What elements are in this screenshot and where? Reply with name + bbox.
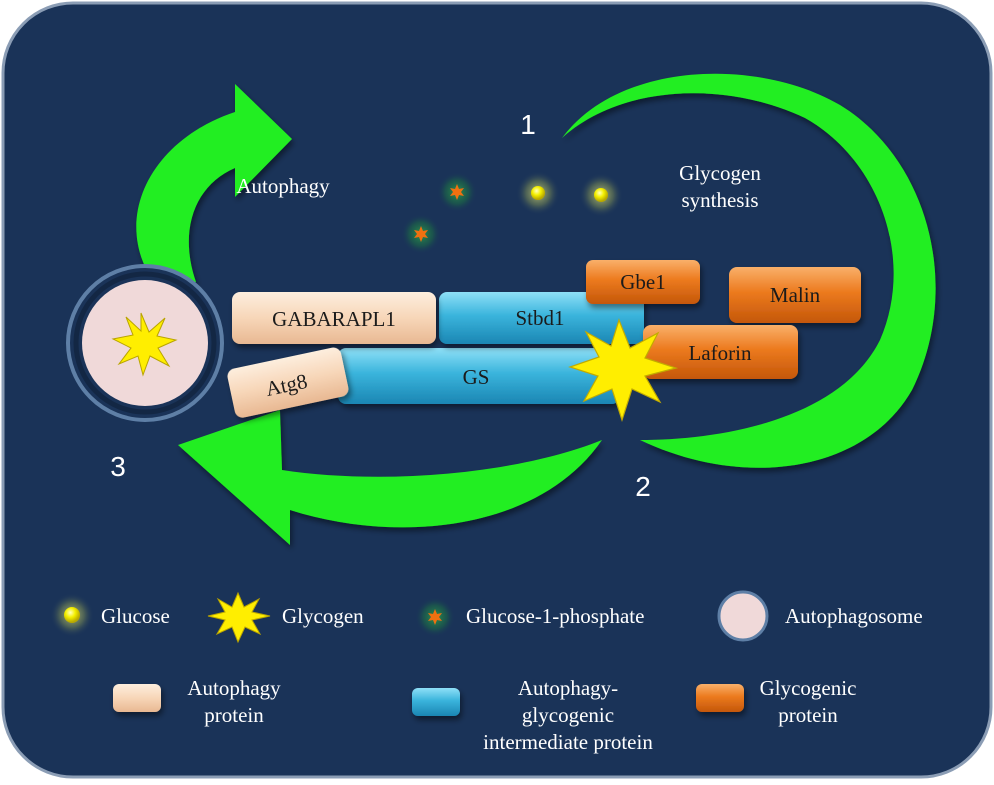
legend-glycogenic-protein-label-line2: protein [778, 703, 838, 727]
step-1-label: 1 [520, 109, 536, 140]
legend-glycogenic-protein-label-line1: Glycogenic [760, 676, 857, 700]
autophagy-arrow [136, 84, 292, 284]
legend-glycogenic-protein-swatch [696, 684, 744, 712]
glycogen-star [568, 318, 679, 422]
gbe1-protein-box [586, 260, 700, 304]
legend-glucose-label: Glucose [101, 604, 170, 628]
autophagosome [66, 264, 224, 422]
glucose-molecule [516, 171, 560, 215]
legend-intermediate-protein-swatch [412, 688, 460, 716]
gabarapl1-label: GABARAPL1 [272, 307, 396, 331]
laforin-label: Laforin [689, 341, 752, 365]
stbd1-protein-box [439, 292, 644, 344]
gs-label: GS [463, 365, 490, 389]
legend-autophagosome-label: Autophagosome [785, 604, 923, 628]
step-3-label: 3 [110, 451, 126, 482]
glycogen-synthesis-caption-line1: Glycogen [679, 161, 761, 185]
legend-autophagy-protein-label-line1: Autophagy [187, 676, 281, 700]
glucose-1-phosphate-molecule [401, 214, 441, 254]
gs-protein-box [338, 348, 620, 404]
legend-autophagy-protein-swatch [113, 684, 161, 712]
legend-intermediate-protein-label-line3: intermediate protein [483, 730, 653, 754]
legend-glycogen-label: Glycogen [282, 604, 364, 628]
gbe1-label: Gbe1 [620, 270, 666, 294]
atg8-protein-box [227, 347, 349, 418]
legend-autophagosome-swatch [717, 590, 769, 642]
malin-label: Malin [770, 283, 821, 307]
legend-intermediate-protein-label-line2: glycogenic [522, 703, 614, 727]
legend-glucose-1-phosphate-label: Glucose-1-phosphate [466, 604, 644, 628]
malin-protein-box [729, 267, 861, 323]
legend-glucose-1-phosphate-swatch [415, 597, 455, 637]
laforin-protein-box [643, 325, 798, 379]
legend-glycogen-swatch [207, 591, 271, 644]
autophagy-caption: Autophagy [236, 174, 330, 198]
glycogen-star [111, 312, 178, 377]
glucose-molecule [579, 173, 623, 217]
stbd1-label: Stbd1 [515, 306, 564, 330]
legend-autophagy-protein-label-line2: protein [204, 703, 264, 727]
glycogen-synthesis-caption-line2: synthesis [681, 188, 758, 212]
step-2-label: 2 [635, 471, 651, 502]
legend-intermediate-protein-label-line1: Autophagy- [518, 676, 618, 700]
legend-glucose-swatch [50, 593, 94, 637]
return-arrow [178, 410, 602, 545]
gabarapl1-protein-box [232, 292, 436, 344]
glucose-1-phosphate-molecule [437, 172, 477, 212]
